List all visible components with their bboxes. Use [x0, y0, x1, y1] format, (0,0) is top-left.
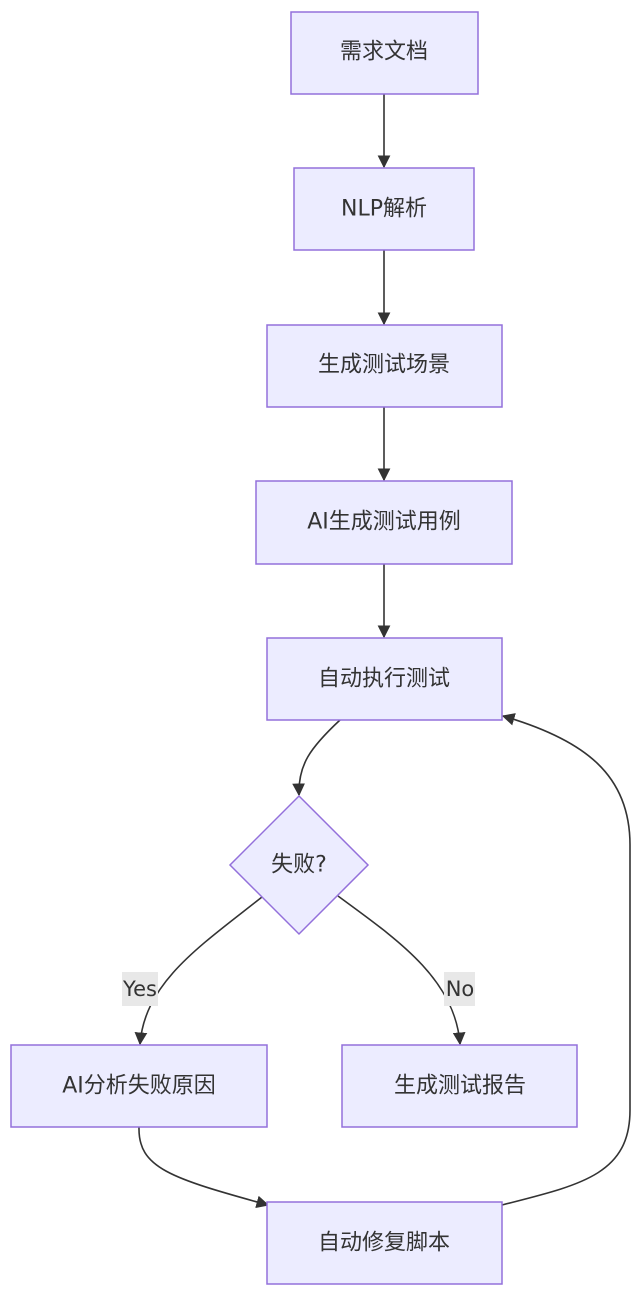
node-auto-execute-label: 自动执行测试 — [318, 667, 450, 692]
edge-label-no: No — [444, 972, 475, 1006]
node-generate-scenarios: 生成测试场景 — [266, 324, 503, 408]
node-generate-scenarios-label: 生成测试场景 — [318, 353, 450, 378]
node-generate-report: 生成测试报告 — [341, 1044, 578, 1128]
edge-label-yes-text: Yes — [122, 977, 157, 1001]
node-ai-analyze-failure-label: AI分析失败原因 — [62, 1074, 216, 1099]
node-generate-report-label: 生成测试报告 — [394, 1074, 526, 1099]
node-ai-generate-cases: AI生成测试用例 — [255, 480, 513, 565]
edge-label-no-text: No — [446, 977, 475, 1001]
edge-decision-yes — [134, 896, 263, 1046]
node-requirements-doc: 需求文档 — [290, 11, 479, 95]
node-failed-decision: 失败? — [228, 794, 370, 936]
node-nlp-parse: NLP解析 — [293, 167, 475, 251]
node-auto-execute: 自动执行测试 — [266, 637, 503, 721]
edge-analyze-to-fix — [138, 1126, 270, 1209]
edge-fix-to-execute — [501, 713, 631, 1206]
node-nlp-parse-label: NLP解析 — [341, 197, 427, 222]
node-requirements-doc-label: 需求文档 — [340, 40, 428, 65]
node-auto-fix-script: 自动修复脚本 — [266, 1201, 503, 1285]
node-ai-analyze-failure: AI分析失败原因 — [10, 1044, 268, 1128]
node-auto-fix-script-label: 自动修复脚本 — [318, 1231, 450, 1256]
node-ai-generate-cases-label: AI生成测试用例 — [307, 510, 461, 535]
node-failed-decision-label: 失败? — [271, 853, 327, 878]
edge-label-yes: Yes — [122, 972, 158, 1006]
edge-execute-to-decision — [292, 719, 341, 797]
edge-decision-no — [337, 895, 466, 1046]
